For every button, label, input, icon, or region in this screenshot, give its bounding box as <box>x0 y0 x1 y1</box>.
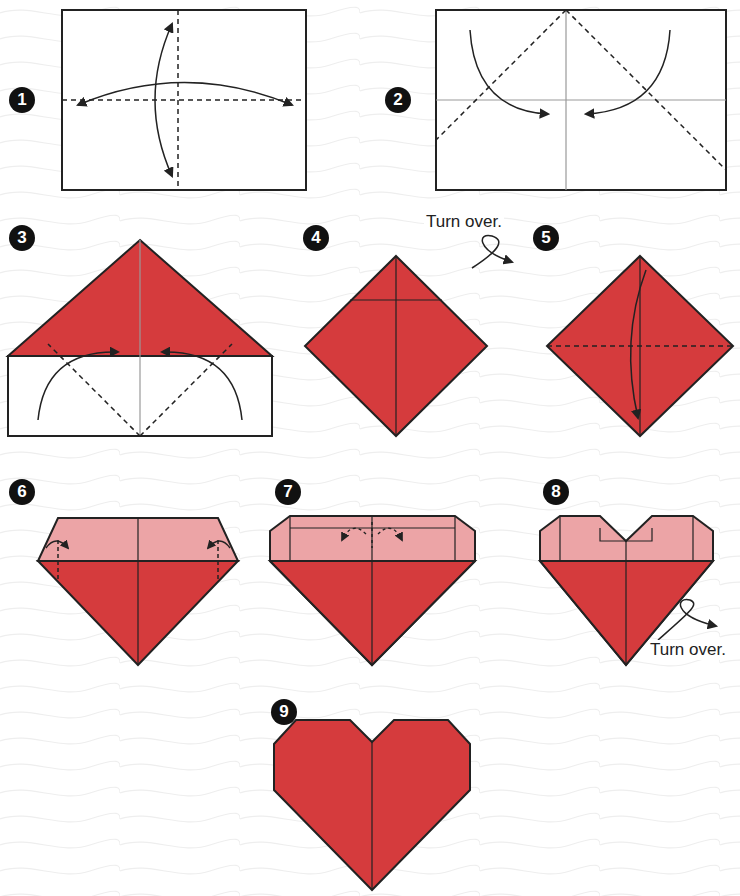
step-6-paper <box>38 518 238 665</box>
step-9-heart <box>274 720 470 890</box>
step-5-paper <box>547 256 733 436</box>
turn-over-arrow <box>472 235 512 268</box>
step-2-paper <box>436 10 726 190</box>
step-1-paper <box>62 10 306 190</box>
instruction-note: Turn over. <box>648 640 728 660</box>
instruction-note: Turn over. <box>424 212 504 232</box>
step-7-paper <box>270 516 475 665</box>
step-4-paper <box>305 235 512 436</box>
turn-over-arrow <box>658 599 716 640</box>
step-number: 6 <box>9 479 35 505</box>
step-number: 4 <box>303 225 329 251</box>
step-number: 9 <box>271 699 297 725</box>
step-number: 1 <box>9 87 35 113</box>
step-number: 8 <box>543 479 569 505</box>
step-3-paper <box>8 240 272 436</box>
step-number: 2 <box>385 87 411 113</box>
step-number: 5 <box>533 225 559 251</box>
step-number: 3 <box>9 225 35 251</box>
step-number: 7 <box>275 479 301 505</box>
